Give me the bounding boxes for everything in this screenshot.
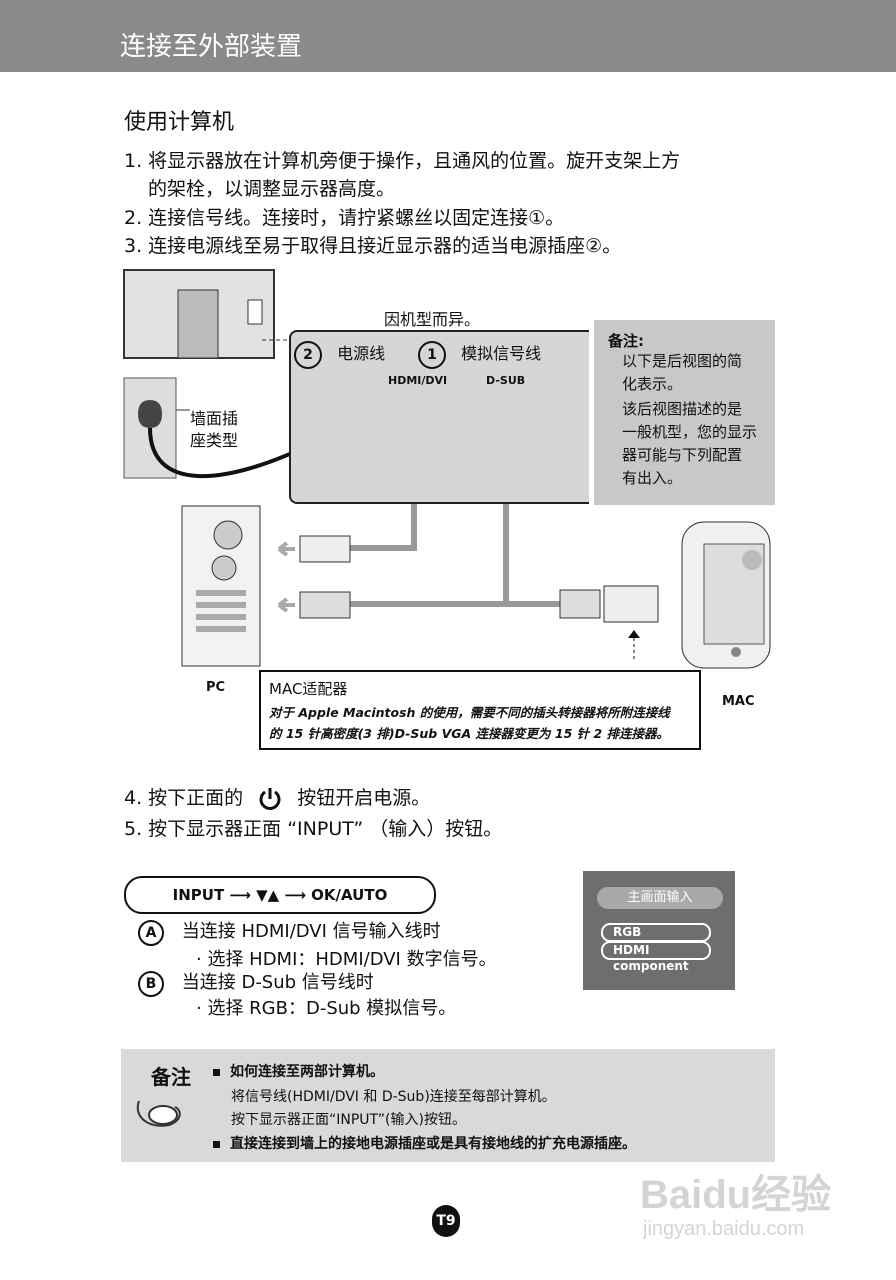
watermark-logo: Baidu经验 — [640, 1173, 832, 1217]
note-line: 以下是后视图的简 — [622, 352, 743, 370]
bottom-note: 备注 如何连接至两部计算机。 将信号线(HDMI/DVI 和 D-Sub)连接至… — [121, 1049, 775, 1162]
note-line: 直接连接到墙上的接地电源插座或是具有接地线的扩充电源插座。 — [213, 1133, 636, 1153]
bullet-icon — [213, 1140, 220, 1148]
note-line-text: 如何连接至两部计算机。 — [230, 1064, 384, 1080]
step-5: 5. 按下显示器正面 “INPUT” （输入）按钮。 — [124, 818, 503, 840]
step-1-cont: 的架栓，以调整显示器高度。 — [148, 178, 396, 200]
option-b-letter: B — [138, 971, 164, 997]
bullet-icon — [213, 1068, 220, 1076]
note-line: 化表示。 — [622, 375, 683, 393]
mac-adapter-box: MAC适配器 对于 Apple Macintosh 的使用，需要不同的插头转接器… — [259, 670, 701, 750]
option-b-detail: · 选择 RGB：D-Sub 模拟信号。 — [196, 998, 457, 1019]
signal-cable-label: 1 模拟信号线 — [418, 340, 541, 369]
mac-adapter-line: 的 15 针高密度(3 排)D-Sub VGA 连接器变更为 15 针 2 排连… — [269, 726, 670, 741]
power-label: 电源线 — [337, 344, 386, 363]
mac-label: MAC — [722, 694, 755, 709]
note-line: 按下显示器正面“INPUT”(输入)按钮。 — [231, 1112, 466, 1128]
wall-label-line: 墙面插 — [190, 409, 239, 428]
mac-adapter — [603, 585, 659, 623]
hdmi-label: HDMI/DVI — [388, 374, 448, 387]
step-3: 3. 连接电源线至易于取得且接近显示器的适当电源插座②。 — [124, 235, 622, 257]
mac-adapter-line: 对于 Apple Macintosh 的使用，需要不同的插头转接器将所附连接线 — [269, 705, 670, 720]
input-sequence: INPUT ⟶ ▼▲ ⟶ OK/AUTO — [124, 876, 436, 914]
note-line: 该后视图描述的是 — [622, 400, 743, 418]
rear-view-note: 备注: 以下是后视图的简 化表示。 该后视图描述的是 一般机型，您的显示 器可能… — [594, 320, 775, 505]
monitor-stand — [177, 289, 219, 359]
step-4-text: 4. 按下正面的 — [124, 787, 244, 809]
note-label: 备注 — [151, 1065, 191, 1089]
input-menu: 主画面输入 RGB HDMI component — [583, 871, 735, 990]
option-b: B 当连接 D-Sub 信号线时 — [138, 968, 374, 997]
step-1: 1. 将显示器放在计算机旁便于操作，且通风的位置。旋开支架上方 — [124, 150, 681, 172]
pc-label: PC — [206, 680, 226, 695]
signal-num: 1 — [418, 341, 446, 369]
step-2: 2. 连接信号线。连接时，请拧紧螺丝以固定连接①。 — [124, 207, 565, 229]
note-line: 如何连接至两部计算机。 — [213, 1061, 384, 1081]
connection-diagram: 因机型而异。 2 电源线 1 模拟信号线 HDMI/DVI D-SUB 墙面插 … — [0, 260, 896, 760]
step-4-text-end: 按钮开启电源。 — [297, 787, 431, 809]
option-a-letter: A — [138, 920, 164, 946]
section-title: 使用计算机 — [124, 110, 235, 135]
varies-label: 因机型而异。 — [384, 310, 481, 329]
note-title: 备注: — [608, 332, 644, 350]
header-title: 连接至外部装置 — [120, 32, 303, 62]
menu-title: 主画面输入 — [597, 887, 723, 909]
menu-option-hdmi[interactable]: HDMI — [601, 941, 711, 960]
note-line: 将信号线(HDMI/DVI 和 D-Sub)连接至每部计算机。 — [231, 1089, 556, 1105]
signal-label: 模拟信号线 — [461, 344, 542, 363]
wall-outlet-label: 墙面插 座类型 — [190, 408, 238, 452]
power-num: 2 — [294, 341, 322, 369]
note-line: 一般机型，您的显示 — [622, 423, 758, 441]
option-b-text: 当连接 D-Sub 信号线时 — [181, 972, 374, 993]
power-icon — [259, 787, 281, 810]
page-number: T9 — [432, 1205, 460, 1237]
option-a: A 当连接 HDMI/DVI 信号输入线时 — [138, 917, 441, 946]
watermark-url: jingyan.baidu.com — [643, 1218, 805, 1240]
menu-option-component[interactable]: component — [613, 959, 689, 973]
note-line-text: 直接连接到墙上的接地电源插座或是具有接地线的扩充电源插座。 — [230, 1136, 636, 1152]
note-line: 器可能与下列配置 — [622, 446, 743, 464]
step-4: 4. 按下正面的 按钮开启电源。 — [124, 784, 430, 812]
option-a-detail: · 选择 HDMI：HDMI/DVI 数字信号。 — [196, 949, 497, 970]
dsub-label: D-SUB — [486, 374, 526, 387]
option-a-text: 当连接 HDMI/DVI 信号输入线时 — [181, 921, 441, 942]
note-line: 有出入。 — [622, 469, 683, 487]
wall-label-line: 座类型 — [190, 431, 239, 450]
mac-adapter-title: MAC适配器 — [269, 680, 348, 698]
note-pencil-icon — [136, 1100, 181, 1127]
power-cord — [148, 427, 321, 478]
menu-option-rgb[interactable]: RGB — [601, 923, 711, 942]
power-cable-label: 2 电源线 — [294, 340, 385, 369]
page-header: 连接至外部装置 — [0, 0, 896, 72]
